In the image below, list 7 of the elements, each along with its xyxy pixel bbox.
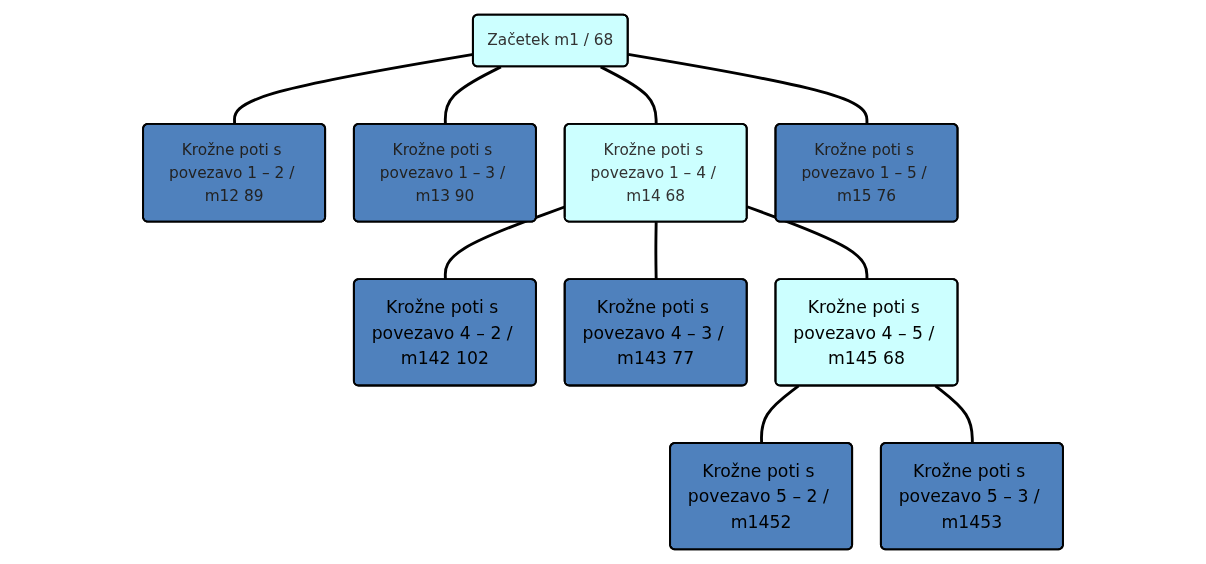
connector — [600, 65, 658, 125]
connector — [760, 384, 800, 444]
connector — [443, 65, 502, 125]
connector — [654, 222, 658, 280]
connector — [746, 205, 869, 280]
connector — [627, 52, 869, 125]
connector — [934, 384, 974, 444]
